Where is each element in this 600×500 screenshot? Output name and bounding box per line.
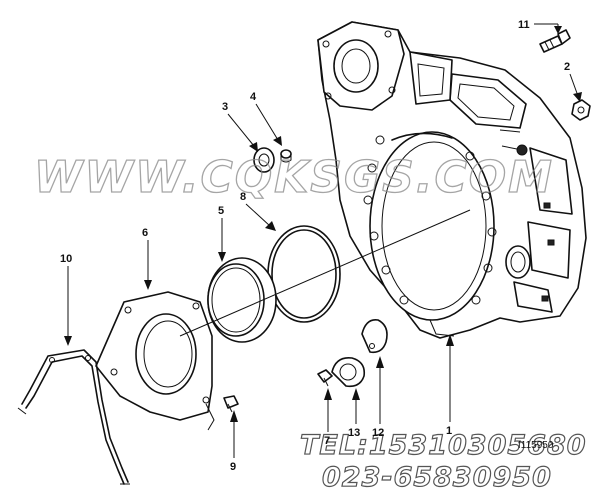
gasket-part-10 xyxy=(17,349,130,485)
callout-6-number: 6 xyxy=(142,227,148,239)
callout-1: 1 xyxy=(446,334,454,437)
screw-part-7 xyxy=(317,369,333,387)
callout-12: 12 xyxy=(372,356,384,439)
assembly-center-line xyxy=(179,209,471,337)
callout-2: 2 xyxy=(564,61,582,102)
callout-10: 10 xyxy=(60,253,72,346)
o-ring-part-8 xyxy=(267,225,341,323)
callout-3: 3 xyxy=(222,101,258,152)
callout-4-number: 4 xyxy=(250,91,257,103)
callout-3-number: 3 xyxy=(222,101,228,113)
callout-2-number: 2 xyxy=(564,61,570,73)
phone-line-1: TEL:15310305680 xyxy=(300,430,587,461)
seal-housing-part-6 xyxy=(95,291,215,431)
cap-screw-part-11 xyxy=(539,29,571,53)
figure-code: f115950 xyxy=(518,440,554,451)
callout-6: 6 xyxy=(142,227,152,290)
screw-part-9 xyxy=(223,395,239,413)
callout-7-number: 7 xyxy=(324,435,330,447)
callout-8-number: 8 xyxy=(240,191,246,203)
dowel-part-4 xyxy=(280,149,292,163)
callout-10-number: 10 xyxy=(60,253,72,265)
phone-line-2: 023-65830950 xyxy=(322,462,552,493)
callout-5-number: 5 xyxy=(218,205,224,217)
seal-part-3 xyxy=(253,147,275,173)
watermark-text: WWW.CQKSGS.COM xyxy=(34,152,554,203)
callout-11-number: 11 xyxy=(518,19,530,31)
callout-11: 11 xyxy=(518,19,562,34)
rear-seal-part-5 xyxy=(207,257,277,343)
callout-9-number: 9 xyxy=(230,461,236,473)
callout-8: 8 xyxy=(240,191,276,231)
callout-7: 7 xyxy=(324,388,332,447)
callout-9: 9 xyxy=(230,410,238,473)
plug-part-2 xyxy=(571,99,591,121)
callout-1-number: 1 xyxy=(446,425,452,437)
gasket-part-13 xyxy=(331,356,366,388)
callout-4: 4 xyxy=(250,91,282,146)
callout-12-number: 12 xyxy=(372,427,384,439)
cover-plate-part-12 xyxy=(361,318,388,354)
flywheel-housing xyxy=(317,21,587,339)
callout-5: 5 xyxy=(218,205,226,262)
callout-13: 13 xyxy=(348,388,360,439)
callout-13-number: 13 xyxy=(348,427,360,439)
